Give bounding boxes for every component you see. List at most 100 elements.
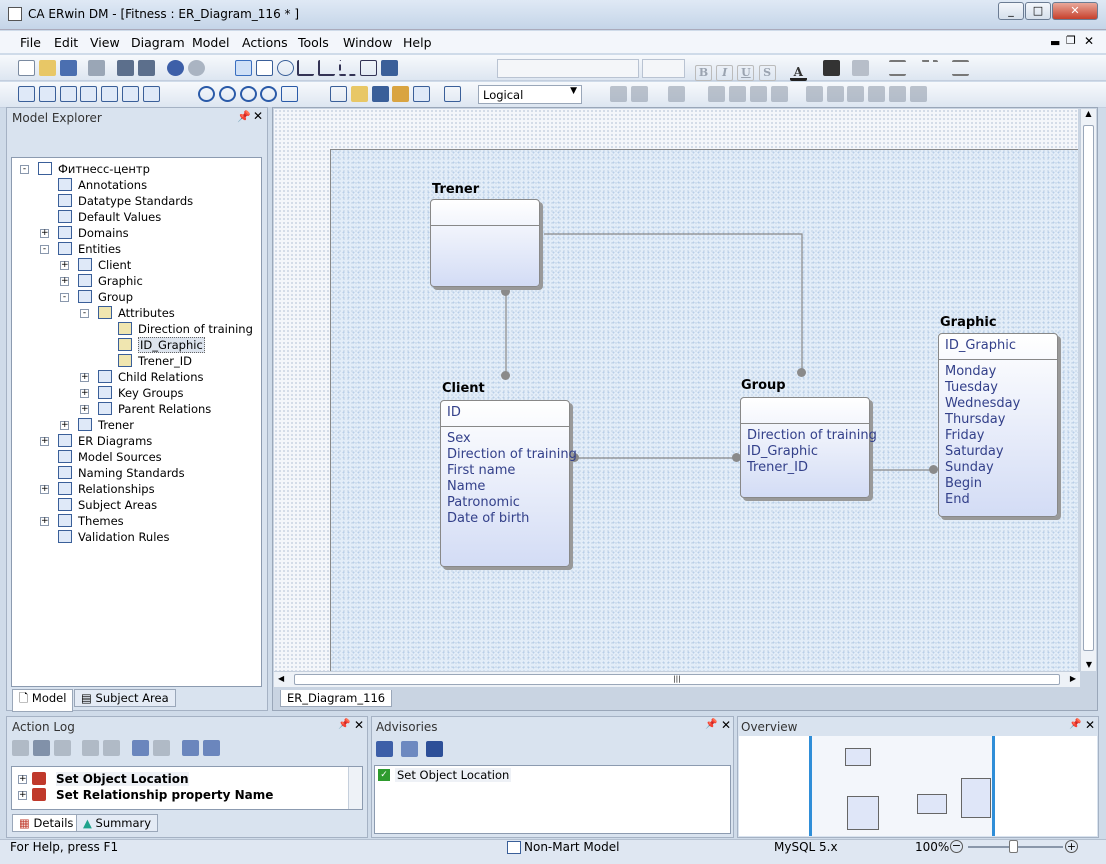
expand-icon[interactable]: + (60, 276, 69, 286)
action-log-item[interactable]: Set Relationship property Name (56, 788, 274, 802)
view-select[interactable]: Logical ▼ (478, 85, 582, 104)
layout-hier-icon[interactable] (38, 86, 56, 102)
tree-item-trener[interactable]: +Trener (60, 417, 134, 433)
tree-item-attributes[interactable]: -Attributes (80, 305, 175, 321)
menu-help[interactable]: Help (403, 35, 432, 50)
line-style-icon[interactable] (889, 60, 907, 76)
tree-item-child-relations[interactable]: +Child Relations (80, 369, 203, 385)
overview-close-icon[interactable]: ✕ (1085, 718, 1096, 732)
menu-tools[interactable]: Tools (298, 35, 329, 50)
tree-item-trener-id[interactable]: Trener_ID (100, 353, 192, 369)
tree-item-validation-rules[interactable]: Validation Rules (40, 529, 169, 545)
zoom-in-icon[interactable] (218, 86, 236, 102)
mdi-restore-button[interactable]: ❐ (1066, 34, 1076, 47)
tree-item-graphic[interactable]: +Graphic (60, 273, 143, 289)
expand-icon[interactable]: + (40, 436, 49, 446)
tree-item-domains[interactable]: +Domains (40, 225, 129, 241)
mart-users-icon[interactable] (826, 86, 844, 102)
adv-clear-icon[interactable] (425, 741, 443, 757)
expand-icon[interactable]: + (40, 516, 49, 526)
menu-diagram[interactable]: Diagram (131, 35, 185, 50)
subtype-icon[interactable] (276, 60, 294, 76)
tree-item-themes[interactable]: +Themes (40, 513, 124, 529)
tree-item-direction-of-training[interactable]: Direction of training (100, 321, 253, 337)
drawing-icon[interactable] (380, 60, 398, 76)
expand-icon[interactable]: + (60, 420, 69, 430)
line-color-icon[interactable] (852, 60, 870, 76)
mart-report-icon[interactable] (805, 86, 823, 102)
vertical-scrollbar[interactable]: ▲ ▼ (1080, 109, 1096, 671)
entity-graphic[interactable]: ID_Graphic Monday Tuesday Wednesday Thur… (938, 333, 1058, 517)
zoom-in-button[interactable]: + (1065, 840, 1078, 853)
tree-item-entities[interactable]: -Entities (40, 241, 121, 257)
al-find-next-icon[interactable] (53, 740, 71, 756)
font-color-icon[interactable]: A (789, 65, 807, 81)
entity-trener[interactable] (430, 199, 540, 287)
mdi-close-button[interactable]: ✕ (1084, 34, 1095, 48)
tree-item-group[interactable]: -Group (60, 289, 133, 305)
overview-pin-icon[interactable]: 📌 (1069, 719, 1082, 730)
minimize-button[interactable]: _ (998, 2, 1024, 20)
undo-icon[interactable] (166, 60, 184, 76)
menu-view[interactable]: View (90, 35, 120, 50)
underline-icon[interactable]: U (737, 65, 755, 81)
action-log-close-icon[interactable]: ✕ (354, 718, 365, 732)
menu-actions[interactable]: Actions (242, 35, 288, 50)
redo-icon[interactable] (187, 60, 205, 76)
expand-icon[interactable]: + (18, 790, 27, 800)
many-to-many-icon[interactable] (318, 60, 336, 76)
maximize-button[interactable]: □ (1025, 2, 1051, 20)
expand-icon[interactable]: + (80, 372, 89, 382)
pointer-icon[interactable] (235, 60, 252, 76)
zoom-out-icon[interactable] (198, 86, 215, 102)
collapse-icon[interactable]: - (20, 165, 29, 174)
tree-item-er-diagrams[interactable]: +ER Diagrams (40, 433, 152, 449)
al-db-icon[interactable] (181, 740, 199, 756)
expand-icon[interactable]: + (40, 484, 49, 494)
font-name-select[interactable] (497, 59, 639, 78)
print-icon[interactable] (88, 60, 106, 76)
al-undo-icon[interactable] (12, 740, 29, 756)
model-props-icon[interactable] (330, 86, 347, 102)
display-level-icon[interactable] (444, 86, 462, 102)
text-block-icon[interactable] (359, 60, 377, 76)
horizontal-scroll-thumb[interactable]: ||| (294, 674, 1060, 685)
al-redo2-icon[interactable] (152, 740, 170, 756)
entity-group[interactable]: Direction of training ID_Graphic Trener_… (740, 397, 877, 498)
mart-save-icon[interactable] (750, 86, 768, 102)
advisory-item[interactable]: Set Object Location (395, 768, 512, 782)
expand-icon[interactable]: + (40, 228, 49, 238)
overview-canvas[interactable] (739, 736, 1097, 836)
open-icon[interactable] (38, 60, 56, 76)
tab-summary[interactable]: ▲ Summary (76, 814, 159, 832)
al-find-icon[interactable] (32, 740, 50, 756)
stored-display-icon[interactable] (371, 86, 389, 102)
tree-item-annotations[interactable]: Annotations (40, 177, 147, 193)
entity-client[interactable]: ID Sex Direction of training First name … (440, 400, 577, 567)
menu-edit[interactable]: Edit (54, 35, 79, 50)
scroll-left-icon[interactable]: ◀ (278, 674, 285, 683)
line-dash-icon[interactable] (920, 60, 938, 76)
tree-item-naming-standards[interactable]: Naming Standards (40, 465, 185, 481)
new-icon[interactable] (18, 60, 35, 76)
layout-grid-icon[interactable] (142, 86, 160, 102)
tab-details[interactable]: ▦ Details (12, 814, 81, 832)
scroll-down-icon[interactable]: ▼ (1085, 660, 1093, 669)
expand-icon[interactable]: + (18, 774, 27, 784)
al-book-icon[interactable] (202, 740, 220, 756)
diagram-props-icon[interactable] (413, 86, 431, 102)
reverse-engineer-icon[interactable] (630, 86, 648, 102)
zoom-out-button[interactable]: − (950, 839, 963, 853)
action-log-list[interactable]: + Set Object Location + Set Relationship… (11, 766, 363, 810)
close-icon[interactable]: ✕ (253, 109, 264, 123)
action-log-scrollbar[interactable] (348, 767, 362, 809)
font-size-select[interactable] (642, 59, 685, 78)
al-undo2-icon[interactable] (132, 740, 150, 756)
complete-compare-icon[interactable] (667, 86, 685, 102)
collapse-icon[interactable]: - (60, 293, 69, 302)
zoom-window-icon[interactable] (281, 86, 299, 102)
tab-subject-area[interactable]: ▤ Subject Area (74, 689, 176, 707)
adv-copy-icon[interactable] (400, 741, 418, 757)
layout-sym-icon[interactable] (122, 86, 140, 102)
